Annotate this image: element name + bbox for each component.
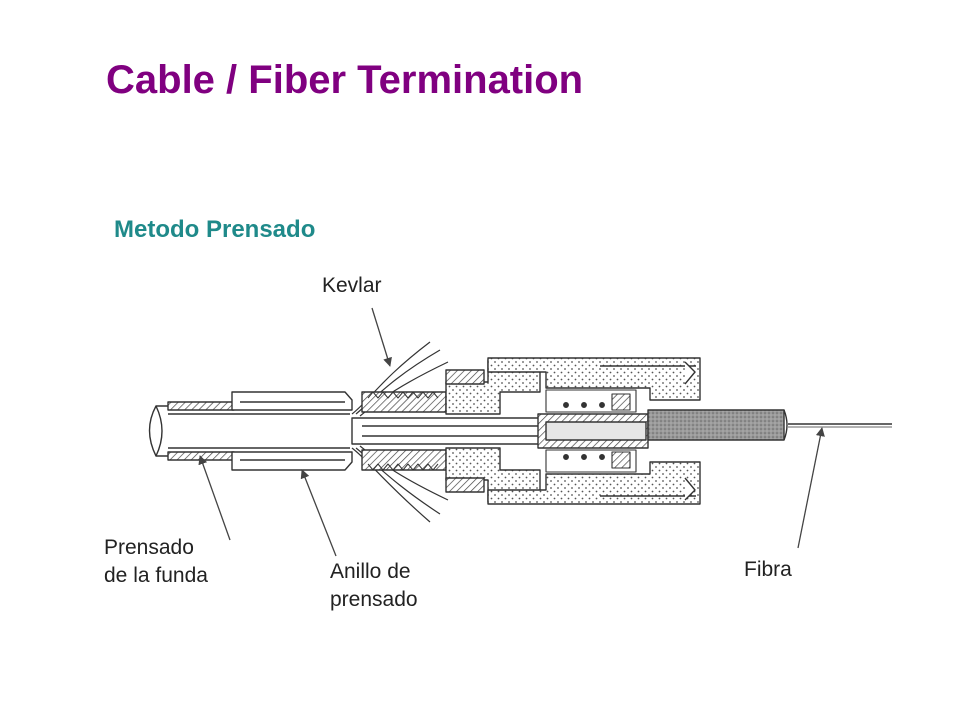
crimp-ring-leader-line [300,469,337,557]
slide-subtitle: Metodo Prensado [114,216,316,243]
jacket-crimp-leader-line [198,455,231,541]
connector-back-post [361,391,447,471]
jacket-crimp-label: Prensado de la funda [104,536,208,587]
cable-jacket [148,405,350,457]
fiber-leader-line [797,427,825,549]
connector-body [445,359,541,503]
buffer-tube [351,417,543,445]
slide-title: Cable / Fiber Termination [106,58,584,102]
crimp-ring [231,391,353,471]
spring [545,389,637,473]
kevlar-leader-line [371,307,392,367]
ferrule-holder [537,413,649,449]
ferrule [647,409,788,441]
kevlar-label: Kevlar [322,274,382,297]
crimp-ring-label: Anillo de prensado [330,560,418,611]
coupling-nut [487,357,701,505]
fiber-label: Fibra [744,558,792,581]
bare-fiber [788,423,892,428]
